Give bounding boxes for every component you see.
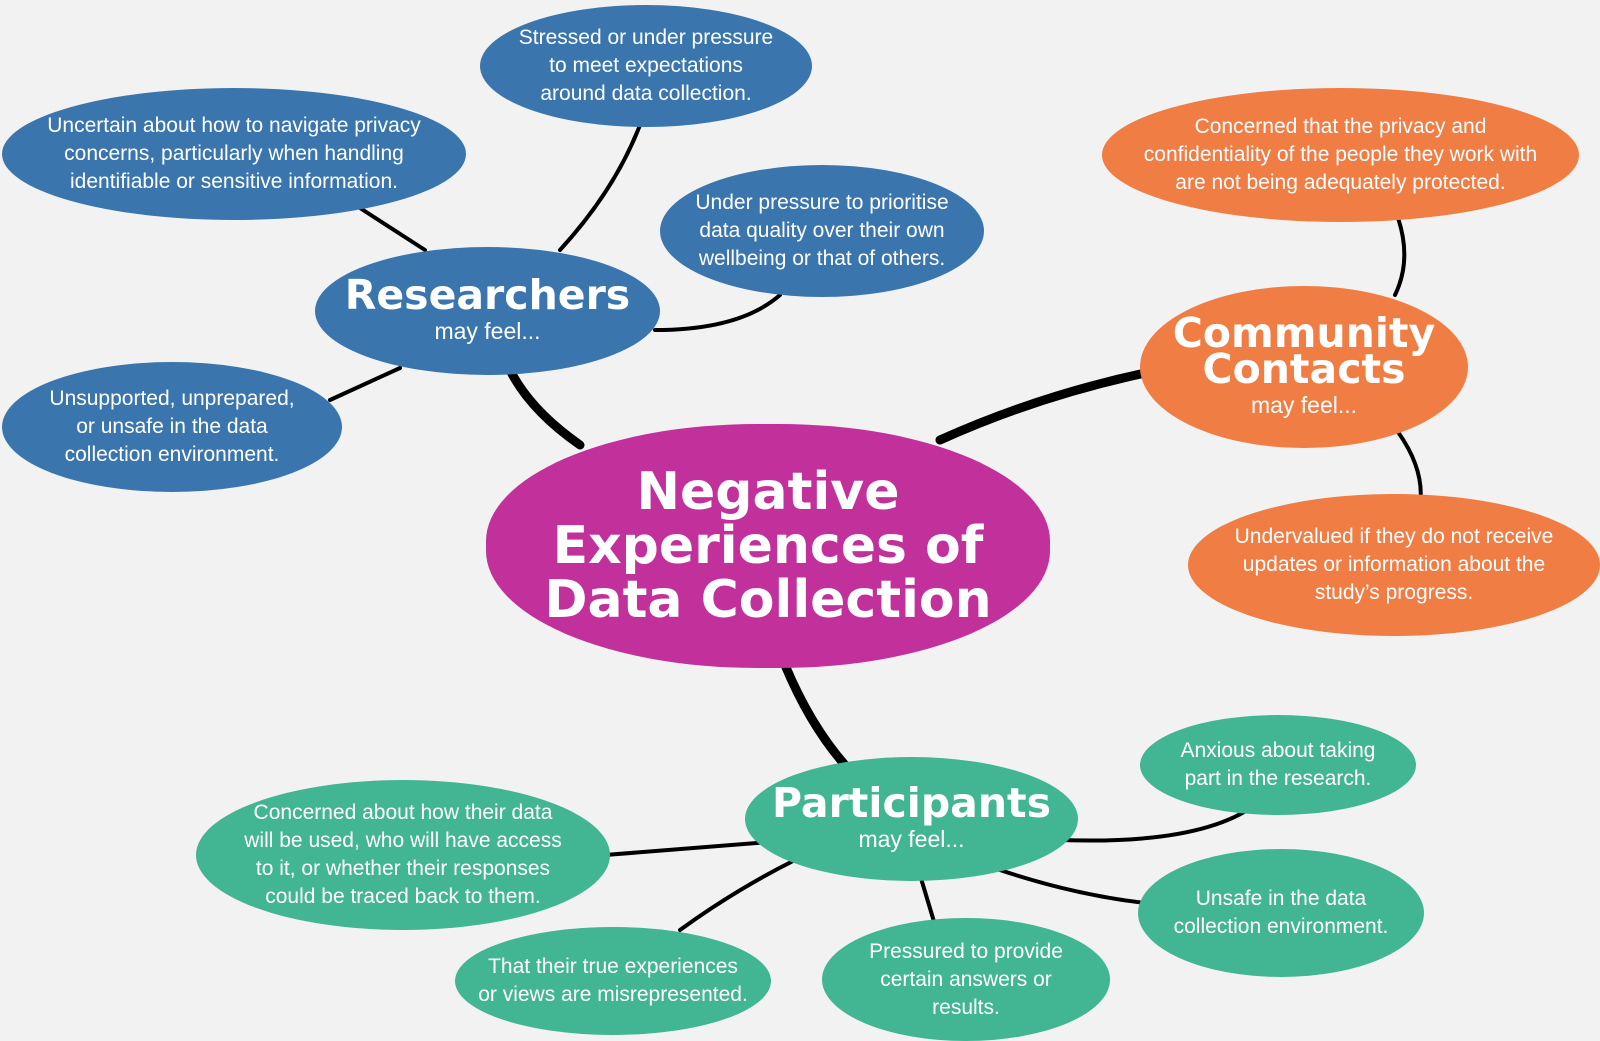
link-researchers-uncertain (358, 206, 427, 252)
researchers-item-unsupported: Unsupported, unprepared, or unsafe in th… (2, 362, 342, 492)
community-item-concerned: Concerned that the privacy and confident… (1102, 88, 1579, 222)
participants-hub: Participants may feel... (745, 757, 1078, 881)
link-participants-misrepresented (678, 858, 797, 932)
community-subtitle: may feel... (1250, 392, 1358, 418)
researchers-item-text: Stressed or under pressure to meet expec… (518, 26, 774, 105)
researchers-title: Researchers (344, 271, 631, 319)
center-topic: Negative Experiences of Data Collection (486, 424, 1050, 668)
community-item-text: Concerned that the privacy and confident… (1143, 115, 1538, 194)
participants-item-anxious: Anxious about taking part in the researc… (1140, 715, 1416, 815)
participants-title: Participants (771, 779, 1052, 827)
participants-item-unsafe: Unsafe in the data collection environmen… (1138, 849, 1424, 977)
link-participants-unsafe (998, 868, 1147, 905)
researchers-item-prioritise: Under pressure to prioritise data qualit… (660, 165, 984, 297)
participants-item-text: Anxious about taking part in the researc… (1180, 739, 1376, 790)
participants-item-pressured: Pressured to provide certain answers or … (822, 918, 1110, 1041)
link-center-community (935, 367, 1155, 445)
participants-item-misrepresented: That their true experiences or views are… (455, 927, 771, 1035)
community-item-text: Undervalued if they do not receive updat… (1234, 525, 1554, 604)
participants-subtitle: may feel... (858, 826, 965, 852)
researchers-item-text: Under pressure to prioritise data qualit… (695, 191, 949, 270)
link-center-participants (780, 660, 850, 770)
link-participants-pressured (918, 873, 937, 927)
link-center-researchers (505, 365, 585, 450)
participants-item-text: Unsafe in the data collection environmen… (1173, 887, 1389, 938)
community-item-undervalued: Undervalued if they do not receive updat… (1188, 494, 1600, 636)
link-researchers-pressure (653, 293, 782, 332)
researchers-subtitle: may feel... (434, 318, 541, 344)
link-researchers-unsupported (328, 366, 402, 402)
participants-item-text: Pressured to provide certain answers or … (869, 939, 1063, 1019)
link-participants-anxious (1058, 803, 1257, 843)
center-title: Negative Experiences of Data Collection (544, 462, 992, 630)
link-participants-concerned (603, 840, 772, 857)
link-researchers-stressed (558, 123, 642, 252)
link-community-concerned (1393, 216, 1407, 297)
participants-item-concerned: Concerned about how their data will be u… (196, 780, 610, 930)
researchers-hub: Researchers may feel... (315, 247, 660, 375)
community-hub: Community Contacts may feel... (1140, 286, 1468, 448)
researchers-item-stressed: Stressed or under pressure to meet expec… (480, 5, 812, 127)
participants-item-text: That their true experiences or views are… (478, 955, 748, 1006)
participants-item-text: Concerned about how their data will be u… (244, 801, 562, 908)
researchers-item-text: Uncertain about how to navigate privacy … (47, 114, 421, 193)
community-title: Community Contacts (1172, 309, 1436, 393)
researchers-item-text: Unsupported, unprepared, or unsafe in th… (49, 387, 295, 466)
researchers-item-uncertain: Uncertain about how to navigate privacy … (2, 88, 466, 220)
